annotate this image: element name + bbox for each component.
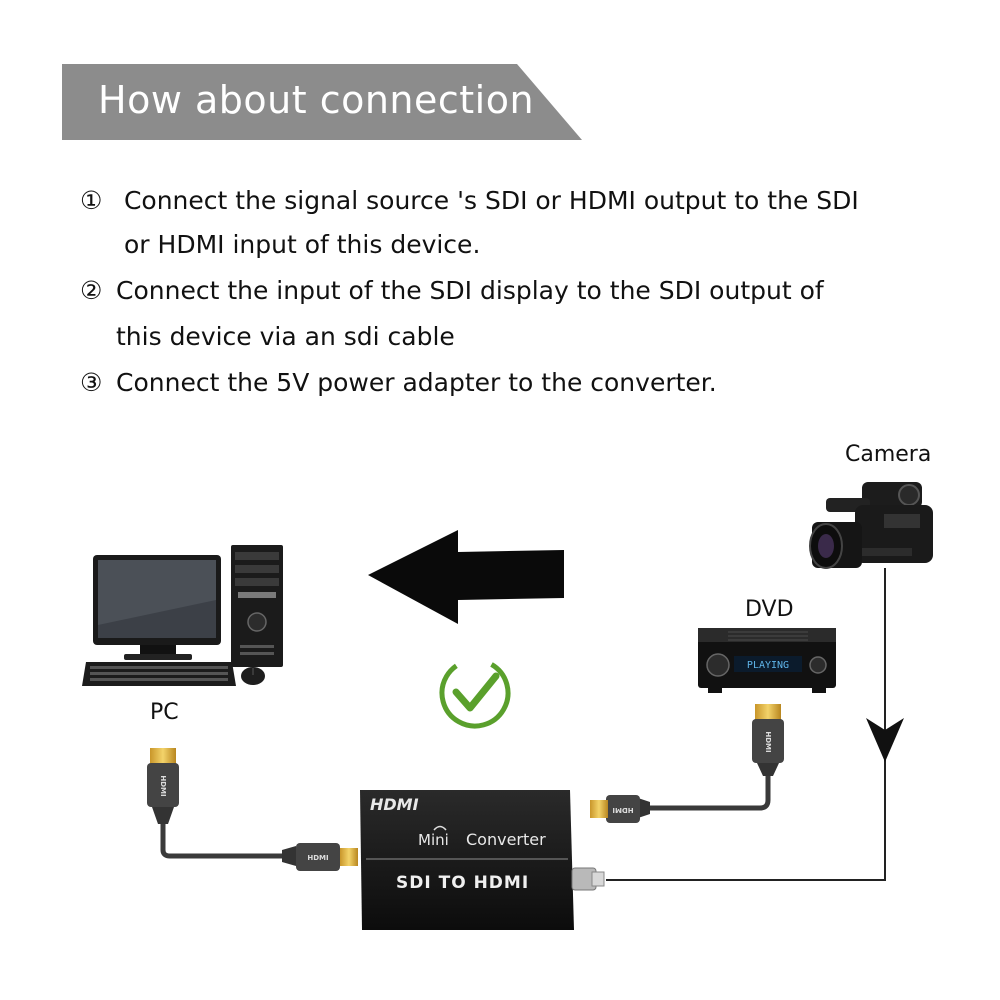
pc-label: PC <box>150 700 179 725</box>
converter-label: Converter <box>466 830 546 849</box>
header-banner: How about connection <box>62 64 582 140</box>
dvd-plug-label: HDMI <box>764 731 772 752</box>
banner-shape <box>62 64 582 140</box>
step-3-line1: Connect the 5V power adapter to the conv… <box>116 368 717 397</box>
page-title: How about connection <box>98 78 535 122</box>
dvd-hdmi-cable: HDMI HDMI <box>590 704 784 823</box>
sdi-cable-line <box>606 568 886 881</box>
camera-label: Camera <box>845 442 932 467</box>
step-2-line1: Connect the input of the SDI display to … <box>116 276 824 305</box>
left-arrow-icon <box>368 530 564 624</box>
step-2: ② Connect the input of the SDI display to… <box>80 276 824 305</box>
pc-icon <box>82 545 283 686</box>
step-2-line2: this device via an sdi cable <box>116 322 455 351</box>
pc-hdmi-cable: HDMI HDMI <box>147 748 358 871</box>
camera-icon <box>809 482 933 569</box>
converter-model: SDI TO HDMI <box>396 873 529 893</box>
step-1-number: ① <box>80 186 103 215</box>
pc-plug-label: HDMI <box>159 775 167 796</box>
converter-mini: Mini <box>418 831 449 849</box>
dvd-display-text: PLAYING <box>747 660 789 671</box>
step-1-line1: Connect the signal source 's SDI or HDMI… <box>116 186 859 215</box>
check-icon <box>439 657 511 729</box>
down-arrow-icon <box>866 718 904 762</box>
dvd-plug-label-2: HDMI <box>612 806 633 814</box>
dvd-icon: PLAYING <box>698 628 836 693</box>
dvd-label: DVD <box>745 597 794 622</box>
step-3-number: ③ <box>80 368 103 397</box>
converter-box: HDMI Mini Converter SDI TO HDMI <box>360 790 605 930</box>
step-1-line2: or HDMI input of this device. <box>124 230 481 259</box>
converter-brand: HDMI <box>370 795 419 814</box>
step-2-number: ② <box>80 276 103 305</box>
pc-plug-label-2: HDMI <box>307 854 328 862</box>
step-3: ③ Connect the 5V power adapter to the con… <box>80 368 717 397</box>
step-1: ① Connect the signal source 's SDI or HD… <box>80 186 859 215</box>
